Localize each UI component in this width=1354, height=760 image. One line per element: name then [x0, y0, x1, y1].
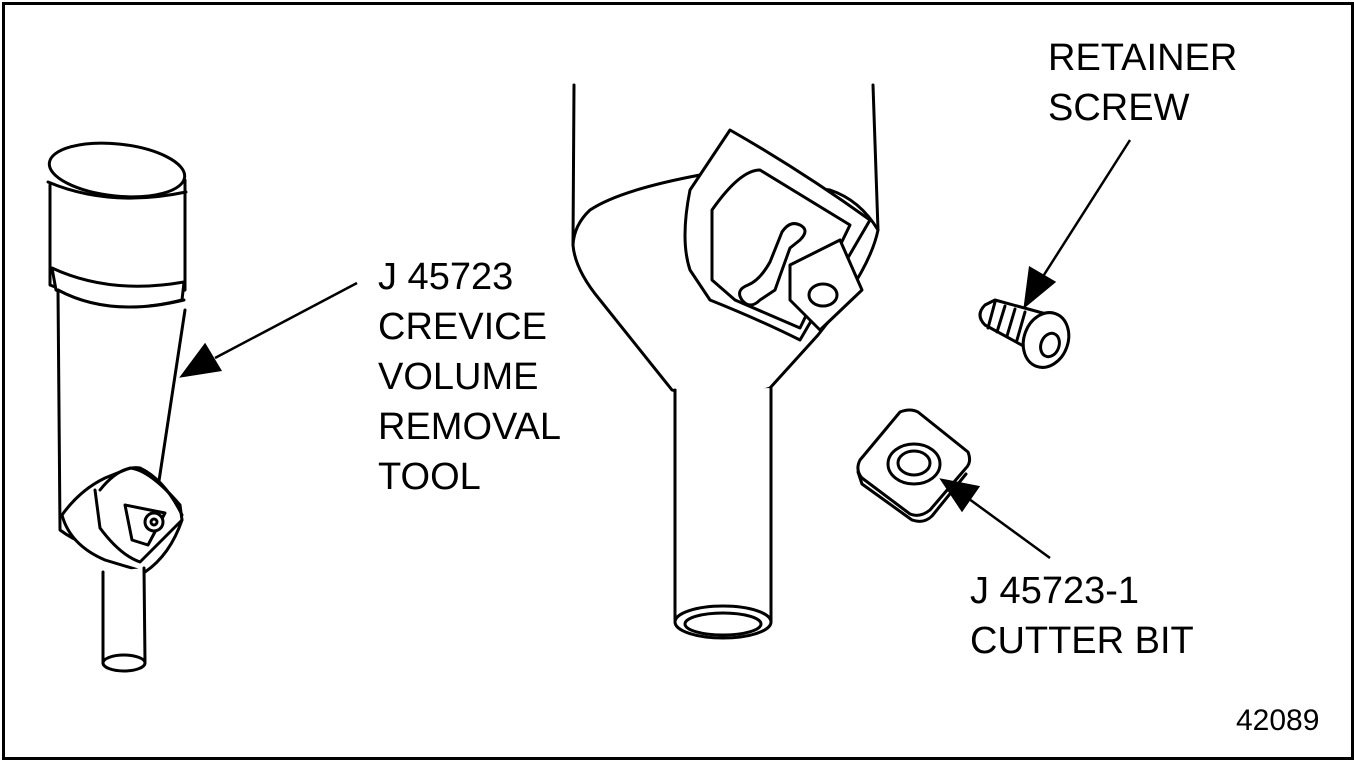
tool-label: J 45723 CREVICE VOLUME REMOVAL TOOL: [378, 252, 561, 502]
tool-label-line-1: J 45723: [378, 256, 514, 298]
leader-lines: [179, 139, 1132, 560]
screw-label-line-1: RETAINER: [1048, 37, 1238, 79]
enlarged-view-drawing: [571, 83, 880, 640]
screw-label: RETAINER SCREW: [1048, 33, 1237, 133]
arrow-screw: [1023, 265, 1057, 309]
tool-label-line-5: TOOL: [378, 456, 481, 498]
retainer-screw-drawing: [978, 298, 1071, 369]
cutter-label-line-1: J 45723-1: [970, 570, 1140, 612]
cutter-label: J 45723-1 CUTTER BIT: [970, 566, 1194, 666]
tool-label-line-4: REMOVAL: [378, 406, 562, 448]
crevice-tool-drawing: [46, 141, 188, 673]
tool-pilot: [101, 566, 147, 669]
tool-handle-top: [47, 141, 187, 199]
arrow-cutter: [939, 478, 981, 513]
tool-label-line-2: CREVICE: [378, 306, 547, 348]
screw-label-line-2: SCREW: [1048, 87, 1190, 129]
cutter-bit-drawing: [856, 408, 972, 523]
cutter-shank: [673, 386, 773, 635]
tool-label-line-3: VOLUME: [378, 356, 539, 398]
arrow-tool: [179, 342, 223, 378]
cutter-label-line-2: CUTTER BIT: [970, 620, 1194, 662]
figure-number: 42089: [1236, 704, 1320, 737]
